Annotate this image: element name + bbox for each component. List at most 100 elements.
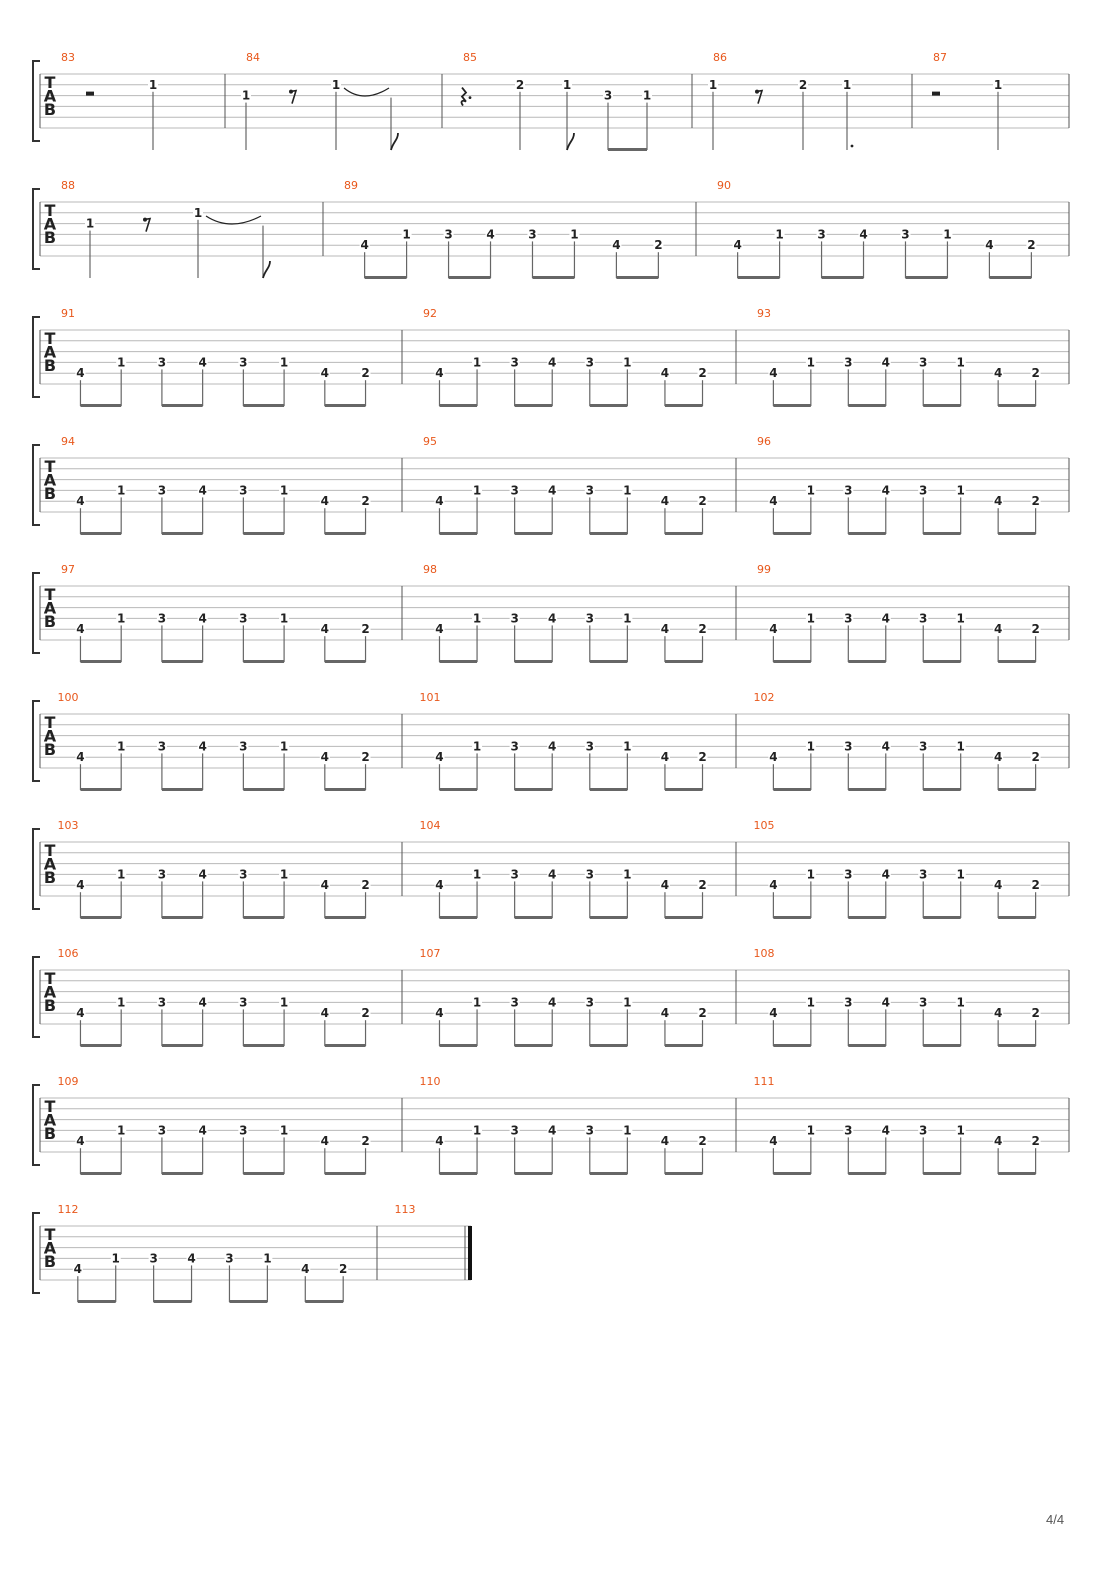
fret-backdrop <box>955 483 966 497</box>
fret-backdrop <box>547 355 558 369</box>
eighth-beam <box>848 788 886 791</box>
eighth-rest <box>143 217 152 232</box>
eighth-beam <box>153 1300 192 1303</box>
eighth-beam <box>439 1044 478 1047</box>
fret-backdrop <box>197 355 208 369</box>
fret-backdrop <box>697 494 708 508</box>
fret-number: 3 <box>239 355 247 369</box>
fret-backdrop <box>843 611 854 625</box>
system-bracket <box>32 956 40 1038</box>
eighth-beam <box>773 1172 811 1175</box>
fret-number: 3 <box>158 611 166 625</box>
fret-backdrop <box>319 622 330 636</box>
fret-number: 1 <box>117 483 125 497</box>
tab-clef-letter: T <box>45 201 56 220</box>
measure-number: 107 <box>420 947 441 960</box>
fret-backdrop <box>659 1134 670 1148</box>
fret-number: 4 <box>859 227 867 241</box>
fret-number: 1 <box>570 227 578 241</box>
fret-backdrop <box>360 1134 371 1148</box>
fret-backdrop <box>653 238 664 252</box>
fret-number: 1 <box>957 739 965 753</box>
eighth-beam <box>514 1172 553 1175</box>
measure-number: 96 <box>757 435 771 448</box>
tab-clef-letter: T <box>45 713 56 732</box>
fret-number: 4 <box>435 1006 443 1020</box>
fret-backdrop <box>569 227 580 241</box>
eighth-beam <box>243 788 285 791</box>
eighth-beam <box>243 404 285 407</box>
fret-backdrop <box>955 739 966 753</box>
eighth-beam <box>439 916 478 919</box>
fret-backdrop <box>611 238 622 252</box>
fret-number: 3 <box>158 995 166 1009</box>
fret-number: 4 <box>994 622 1002 636</box>
fret-number: 1 <box>280 1123 288 1137</box>
eighth-beam <box>664 788 703 791</box>
eighth-beam <box>664 532 703 535</box>
fret-number: 4 <box>994 750 1002 764</box>
fret-backdrop <box>472 611 483 625</box>
eighth-beam <box>229 1300 268 1303</box>
fret-number: 3 <box>239 739 247 753</box>
fret-number: 1 <box>807 355 815 369</box>
fret-number: 4 <box>198 1123 206 1137</box>
fret-number: 4 <box>769 1006 777 1020</box>
fret-number: 2 <box>1031 1134 1039 1148</box>
fret-backdrop <box>858 227 869 241</box>
fret-number: 4 <box>198 995 206 1009</box>
rest-dot <box>468 96 472 99</box>
fret-backdrop <box>622 739 633 753</box>
system-bracket <box>32 188 40 270</box>
fret-backdrop <box>880 611 891 625</box>
fret-backdrop <box>116 995 127 1009</box>
fret-backdrop <box>279 483 290 497</box>
fret-backdrop <box>509 995 520 1009</box>
fret-backdrop <box>75 494 86 508</box>
fret-number: 4 <box>301 1262 309 1276</box>
tab-clef-letter: T <box>45 1225 56 1244</box>
fret-number: 4 <box>198 611 206 625</box>
fret-backdrop <box>75 366 86 380</box>
fret-backdrop <box>955 1123 966 1137</box>
fret-number: 3 <box>919 867 927 881</box>
system-bracket <box>32 1212 40 1294</box>
fret-number: 1 <box>149 78 157 92</box>
fret-backdrop <box>697 1134 708 1148</box>
fret-backdrop <box>197 611 208 625</box>
fret-number: 4 <box>661 1134 669 1148</box>
fret-number: 1 <box>623 1123 631 1137</box>
fret-number: 3 <box>158 739 166 753</box>
fret-number: 1 <box>280 611 288 625</box>
fret-number: 4 <box>486 227 494 241</box>
tab-clef-letter: B <box>44 356 56 375</box>
fret-backdrop <box>955 995 966 1009</box>
fret-backdrop <box>955 867 966 881</box>
tab-clef-letter: T <box>45 457 56 476</box>
fret-backdrop <box>659 622 670 636</box>
fret-backdrop <box>880 1123 891 1137</box>
measure-number: 94 <box>61 435 75 448</box>
fret-backdrop <box>955 611 966 625</box>
eighth-beam <box>589 532 628 535</box>
tab-clef-letter: A <box>44 343 57 362</box>
fret-number: 3 <box>844 867 852 881</box>
fret-backdrop <box>485 227 496 241</box>
fret-backdrop <box>359 238 370 252</box>
eighth-beam <box>589 404 628 407</box>
fret-number: 4 <box>985 238 993 252</box>
eighth-beam <box>923 1172 961 1175</box>
fret-backdrop <box>805 739 816 753</box>
fret-number: 2 <box>1031 750 1039 764</box>
measure-number: 85 <box>463 51 477 64</box>
fret-number: 2 <box>361 622 369 636</box>
measure-number: 95 <box>423 435 437 448</box>
